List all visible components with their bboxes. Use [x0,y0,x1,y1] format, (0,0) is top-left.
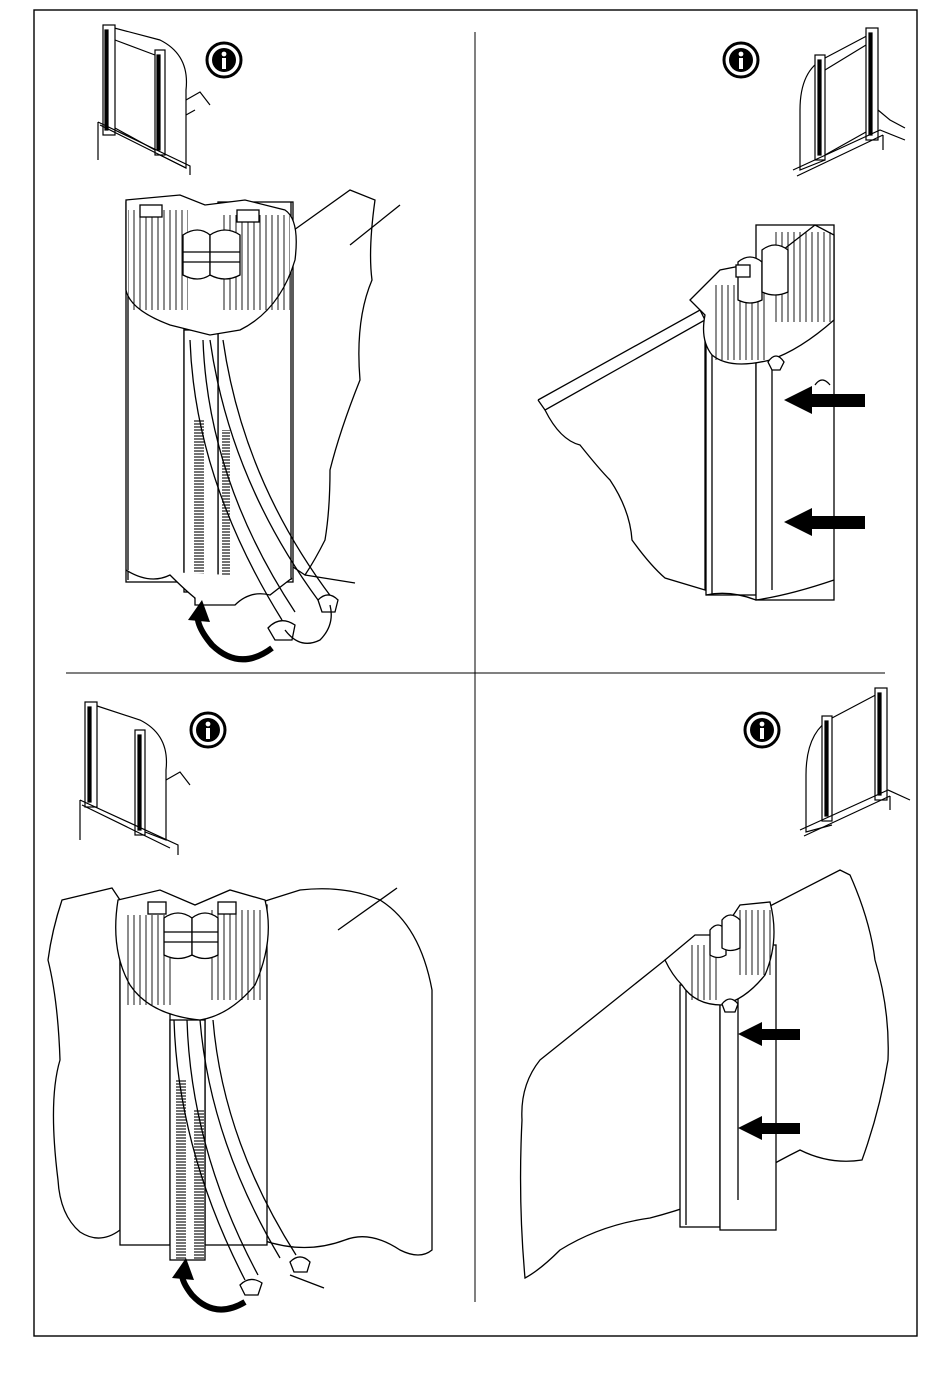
hinge-detail-top-right [538,225,834,600]
info-icon [745,713,779,747]
panel-bottom-left [48,702,432,1310]
thumbnail-screen-left [98,25,210,175]
info-icon [191,713,225,747]
panel-top-right [538,28,905,600]
hinge-detail-top-left [126,190,400,643]
panel-top-left [98,25,400,659]
curved-arrow-icon [188,600,272,659]
info-icon [207,43,241,77]
hinge-detail-bottom-left [48,888,432,1295]
thumbnail-screen-right [800,688,910,836]
thumbnail-screen-right [793,28,905,176]
info-icon [724,43,758,77]
hinge-detail-bottom-right [521,870,889,1278]
panel-bottom-right [521,688,910,1278]
thumbnail-screen-left [80,702,190,855]
curved-arrow-icon [172,1258,245,1310]
